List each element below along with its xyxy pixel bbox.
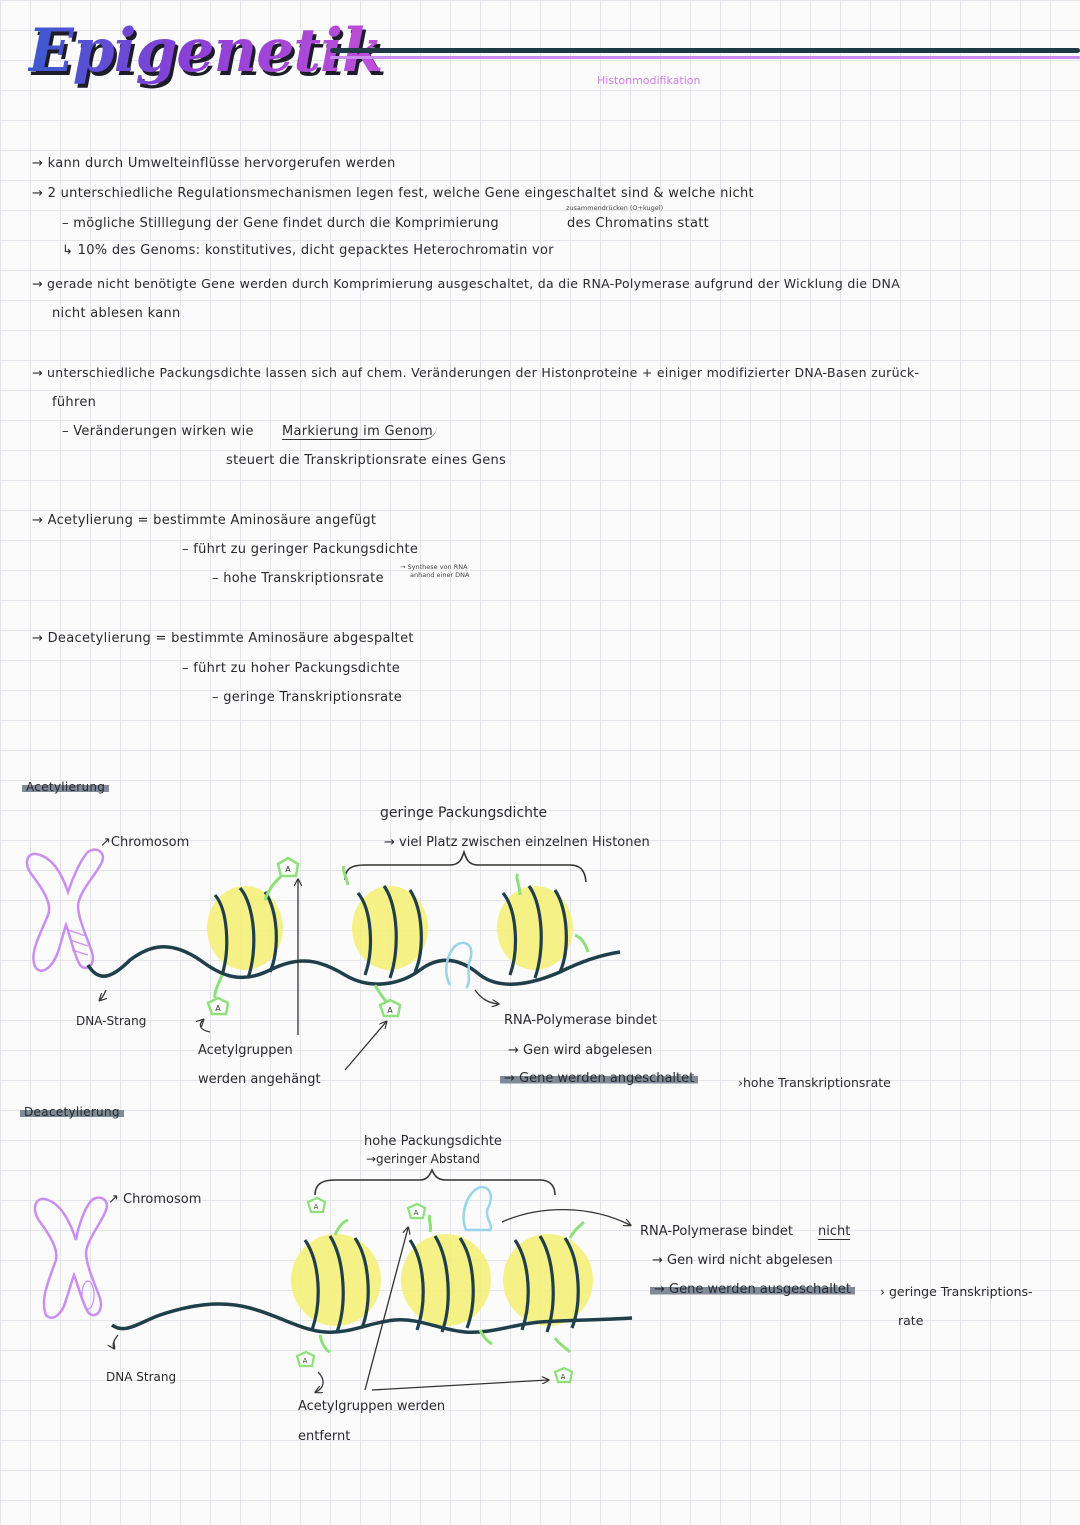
deacetyl-rna-label-1b: nicht: [818, 1224, 851, 1240]
acetyl-def-3: – hohe Transkriptionsrate: [212, 571, 384, 586]
deacetyl-letter-2: A: [414, 1209, 419, 1217]
acetyl-chromosom-label: ↗Chromosom: [100, 835, 190, 850]
acetyl-def-2: – führt zu geringer Packungsdichte: [182, 542, 419, 557]
title-rule-pink: [330, 56, 1080, 59]
deacetyl-letter-4: A: [561, 1373, 566, 1381]
brace-2: [314, 1168, 556, 1196]
acetyl-rna-label-3: → Gene werden angeschaltet: [500, 1071, 699, 1086]
deacetyl-chromosom-label: ↗ Chromosom: [108, 1192, 202, 1207]
note-line-2: → 2 unterschiedliche Regulationsmechanis…: [32, 186, 754, 201]
brace-1: [344, 849, 587, 883]
acetyl-rna-label-2: → Gen wird abgelesen: [508, 1043, 653, 1058]
page-title: Epigenetik: [28, 16, 383, 86]
acetyl-diagram-heading: Acetylierung: [22, 780, 110, 794]
acetyl-dna-label: DNA-Strang: [76, 1014, 147, 1028]
acetyl-arrow-diag: [344, 1022, 386, 1071]
rna-arrow-1: [474, 989, 498, 1004]
deacetyl-rna-arrow: [501, 1208, 630, 1225]
note-line-3b: des Chromatins statt: [567, 216, 709, 231]
deacetyl-arrow-curl: [316, 1371, 324, 1392]
rna-polymerase-icon-2: [462, 1185, 493, 1232]
dna-arrow-2: [113, 1334, 119, 1348]
acetyl-letter-2: A: [215, 1004, 221, 1013]
dna-strand-1: [86, 945, 621, 986]
deacetyl-letter-1: A: [314, 1203, 319, 1211]
acetyl-top-label-1: geringe Packungsdichte: [380, 805, 548, 821]
dna-arrow-1: [100, 989, 106, 1000]
chromosome-icon-2: [33, 1196, 109, 1319]
note-line-6a: → unterschiedliche Packungsdichte lassen…: [32, 365, 920, 380]
rna-polymerase-icon-1: [445, 941, 473, 989]
acetyl-def-note-2: anhand einer DNA: [410, 571, 470, 579]
dna-windings-1: [213, 885, 568, 979]
deacetyl-rate-label-2: rate: [898, 1313, 924, 1328]
acetyl-group-icons-2: [295, 1196, 574, 1384]
deacetyl-def-1: → Deacetylierung = bestimmte Aminosäure …: [32, 631, 414, 646]
note-line-3a: – mögliche Stilllegung der Gene findet d…: [62, 216, 499, 231]
deacetyl-def-3: – geringe Transkriptionsrate: [212, 690, 403, 705]
note-line-3-annotation: zusammendrücken (O+kugel): [566, 204, 664, 212]
note-line-7b-marking: Markierung im Genom: [282, 424, 437, 440]
title-rule-dark: [330, 48, 1080, 53]
deacetyl-dna-label: DNA Strang: [106, 1370, 177, 1384]
histone-tails-1: [213, 865, 590, 1006]
acetyl-top-label-2: → viel Platz zwischen einzelnen Histonen: [384, 835, 650, 850]
deacetyl-rate-label-1: › geringe Transkriptions-: [880, 1284, 1033, 1299]
acetyl-arrow-curl: [200, 1020, 211, 1033]
deacetyl-rna-label-1a: RNA-Polymerase bindet: [640, 1224, 794, 1239]
acetyl-letter-3: A: [387, 1006, 393, 1015]
acetyl-group-label-2: werden angehängt: [198, 1072, 321, 1087]
deacetyl-top-label-2: →geringer Abstand: [366, 1152, 481, 1166]
chromosome-icon-1: [25, 848, 105, 972]
acetyl-group-label-1: Acetylgruppen: [198, 1043, 293, 1058]
note-line-7a: – Veränderungen wirken wie: [62, 424, 254, 439]
deacetyl-arrow-up: [364, 1228, 408, 1391]
note-line-1: → kann durch Umwelteinflüsse hervorgeruf…: [32, 156, 396, 171]
note-line-5a: → gerade nicht benötigte Gene werden dur…: [32, 276, 901, 291]
deacetyl-rna-label-3: → Gene werden ausgeschaltet: [650, 1282, 855, 1297]
deacetyl-arrow-right: [371, 1380, 548, 1391]
acetyl-def-1: → Acetylierung = bestimmte Aminosäure an…: [32, 513, 377, 528]
acetyl-rna-label-1: RNA-Polymerase bindet: [504, 1013, 658, 1028]
deacetyl-group-label-1: Acetylgruppen werden: [298, 1399, 446, 1414]
note-line-6b: führen: [52, 395, 97, 410]
acetyl-def-note-1: → Synthese von RNA: [400, 563, 468, 571]
deacetyl-diagram-heading: Deacetylierung: [20, 1105, 124, 1119]
acetyl-letter-1: A: [285, 865, 291, 874]
histone-tails-2: [318, 1214, 586, 1354]
deacetyl-def-2: – führt zu hoher Packungsdichte: [182, 661, 401, 676]
note-line-5b: nicht ablesen kann: [52, 306, 181, 321]
deacetyl-rna-label-2: → Gen wird nicht abgelesen: [652, 1253, 833, 1268]
deacetyl-top-label-1: hohe Packungsdichte: [364, 1134, 502, 1149]
dna-windings-2: [303, 1235, 580, 1333]
deacetyl-group-label-2: entfernt: [298, 1429, 351, 1444]
acetyl-rate-label: ›hohe Transkriptionsrate: [738, 1075, 891, 1090]
note-line-4: ↳ 10% des Genoms: konstitutives, dicht g…: [62, 243, 554, 258]
deacetyl-letter-3: A: [303, 1357, 308, 1365]
acetyl-group-icons-1: [206, 856, 402, 1018]
note-line-8: steuert die Transkriptionsrate eines Gen…: [226, 453, 507, 468]
page-subtitle: Histonmodifikation: [597, 74, 701, 87]
